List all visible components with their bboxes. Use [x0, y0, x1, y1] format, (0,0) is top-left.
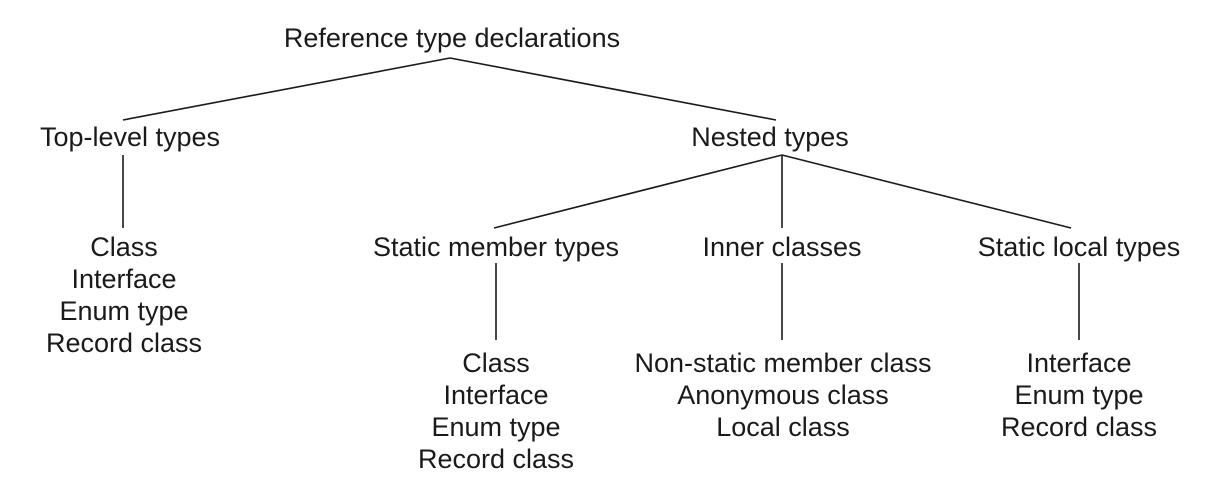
static-member-types-label: Static member types: [372, 232, 620, 262]
static-local-types-list: Interface Enum type Record class: [1001, 347, 1157, 443]
top-level-types-label: Top-level types: [39, 122, 221, 152]
list-item: Enum type: [1014, 380, 1144, 410]
edge-root-to-top-level: [122, 57, 451, 121]
edge-nested-to-static-local: [781, 154, 1072, 229]
list-item: Interface: [71, 264, 177, 294]
root-node-label: Reference type declarations: [283, 23, 621, 53]
inner-classes-label: Inner classes: [702, 232, 862, 262]
edge-nested-to-static-member: [493, 154, 783, 229]
list-item: Record class: [45, 328, 203, 358]
list-item: Local class: [716, 412, 850, 442]
list-item: Class: [90, 232, 158, 262]
list-item: Non-static member class: [634, 348, 932, 378]
list-item: Interface: [1026, 348, 1132, 378]
list-item: Record class: [1000, 412, 1158, 442]
list-item: Enum type: [431, 412, 561, 442]
static-local-types-label: Static local types: [977, 232, 1181, 262]
list-item: Anonymous class: [677, 380, 889, 410]
inner-classes-list: Non-static member class Anonymous class …: [634, 347, 931, 443]
list-item: Enum type: [59, 296, 189, 326]
static-member-types-list: Class Interface Enum type Record class: [418, 347, 574, 475]
list-item: Record class: [417, 444, 575, 474]
top-level-types-list: Class Interface Enum type Record class: [46, 231, 202, 359]
list-item: Class: [462, 348, 530, 378]
list-item: Interface: [443, 380, 549, 410]
edge-root-to-nested: [449, 57, 777, 121]
nested-types-label: Nested types: [691, 122, 849, 152]
